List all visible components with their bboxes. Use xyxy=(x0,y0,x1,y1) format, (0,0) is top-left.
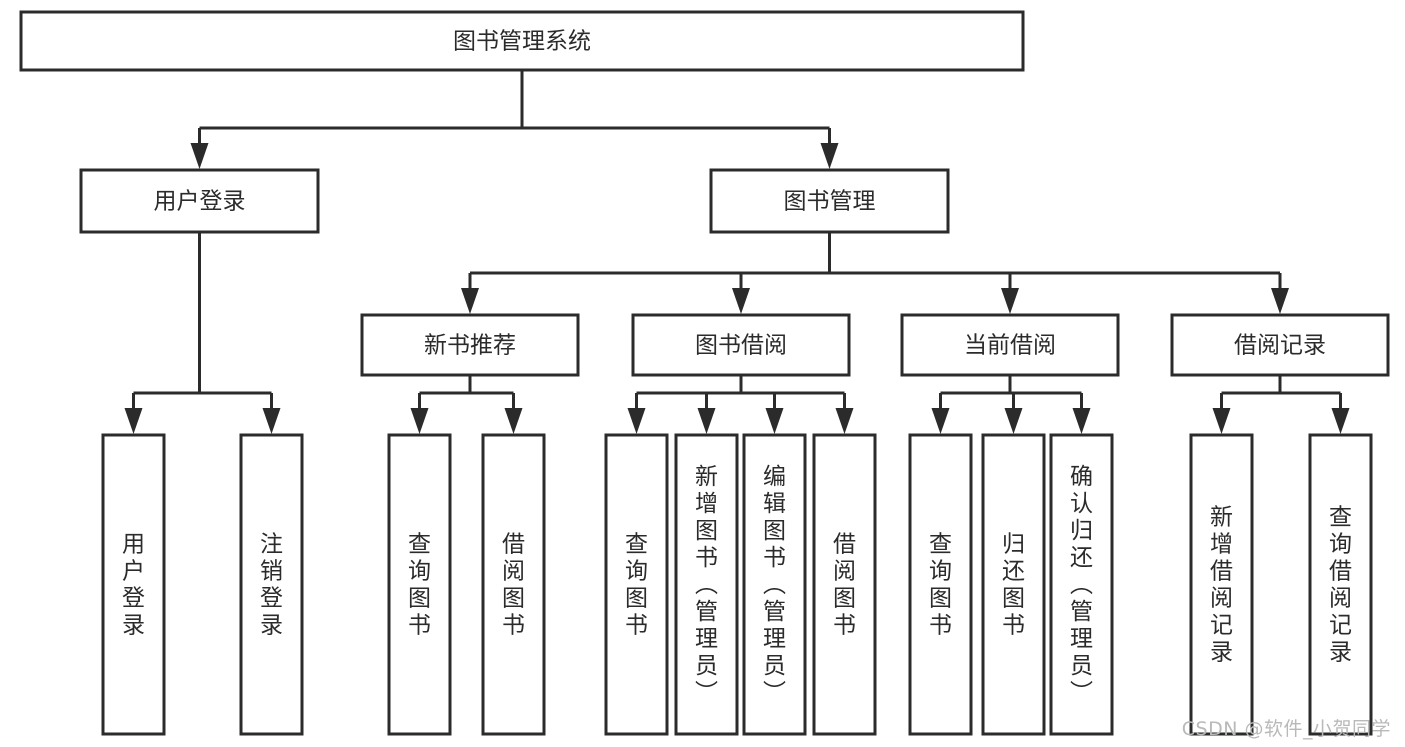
node-box xyxy=(1170,313,1390,377)
node-label: 查询图书 xyxy=(929,532,952,639)
node-label: 图书借阅 xyxy=(695,333,787,359)
node-label: 编辑图书︵管理员︶ xyxy=(763,464,786,706)
node-box xyxy=(1049,433,1114,736)
node-box xyxy=(981,433,1046,736)
node-box xyxy=(101,433,166,736)
node-box xyxy=(674,433,739,736)
node-box xyxy=(19,10,1025,72)
node-borrow[interactable]: 图书借阅 xyxy=(631,313,851,377)
node-label: 注销登录 xyxy=(260,532,283,639)
node-label: 用户登录 xyxy=(154,189,246,215)
node-label: 查询图书 xyxy=(408,532,431,639)
node-label: 查询图书 xyxy=(625,532,648,639)
node-l-bo-borrow[interactable]: 借阅图书 xyxy=(812,433,877,736)
node-l-cu-confirm[interactable]: 确认归还︵管理员︶ xyxy=(1049,433,1114,736)
node-box xyxy=(79,168,320,234)
node-label: 借阅图书 xyxy=(833,532,856,639)
node-l-re-add[interactable]: 新增借阅记录 xyxy=(1189,433,1254,736)
node-label: 借阅图书 xyxy=(502,532,525,639)
node-label: 新书推荐 xyxy=(424,333,516,359)
node-l-re-query[interactable]: 查询借阅记录 xyxy=(1308,433,1373,736)
node-l-nb-query[interactable]: 查询图书 xyxy=(387,433,452,736)
node-l-cu-return[interactable]: 归还图书 xyxy=(981,433,1046,736)
node-newbook[interactable]: 新书推荐 xyxy=(360,313,580,377)
node-label: 图书管理系统 xyxy=(453,29,591,55)
node-box xyxy=(631,313,851,377)
node-label: 图书管理 xyxy=(784,189,876,215)
node-box xyxy=(900,313,1120,377)
node-l-bo-query[interactable]: 查询图书 xyxy=(604,433,669,736)
node-box xyxy=(812,433,877,736)
node-box xyxy=(908,433,973,736)
node-box xyxy=(742,433,807,736)
node-label: 新增借阅记录 xyxy=(1210,505,1233,666)
node-box xyxy=(481,433,546,736)
node-box xyxy=(239,433,304,736)
node-l-userlogin[interactable]: 用户登录 xyxy=(101,433,166,736)
node-label: 借阅记录 xyxy=(1234,333,1326,359)
node-box xyxy=(360,313,580,377)
node-l-cu-query[interactable]: 查询图书 xyxy=(908,433,973,736)
node-l-nb-borrow[interactable]: 借阅图书 xyxy=(481,433,546,736)
node-l-bo-add[interactable]: 新增图书︵管理员︶ xyxy=(674,433,739,736)
node-box xyxy=(709,168,950,234)
node-box xyxy=(1189,433,1254,736)
node-label: 确认归还︵管理员︶ xyxy=(1070,464,1093,706)
node-current[interactable]: 当前借阅 xyxy=(900,313,1120,377)
node-layer: 图书管理系统用户登录图书管理新书推荐图书借阅当前借阅借阅记录用户登录注销登录查询… xyxy=(19,10,1390,736)
node-l-bo-edit[interactable]: 编辑图书︵管理员︶ xyxy=(742,433,807,736)
node-label: 归还图书 xyxy=(1002,532,1025,639)
node-label: 查询借阅记录 xyxy=(1329,505,1352,666)
node-box xyxy=(1308,433,1373,736)
connector-layer xyxy=(124,70,1350,434)
node-records[interactable]: 借阅记录 xyxy=(1170,313,1390,377)
node-label: 新增图书︵管理员︶ xyxy=(695,464,718,706)
node-label: 用户登录 xyxy=(122,532,145,639)
node-bookmgmt[interactable]: 图书管理 xyxy=(709,168,950,234)
node-l-logout[interactable]: 注销登录 xyxy=(239,433,304,736)
node-root[interactable]: 图书管理系统 xyxy=(19,10,1025,72)
node-label: 当前借阅 xyxy=(964,333,1056,359)
node-login[interactable]: 用户登录 xyxy=(79,168,320,234)
node-box xyxy=(604,433,669,736)
node-box xyxy=(387,433,452,736)
